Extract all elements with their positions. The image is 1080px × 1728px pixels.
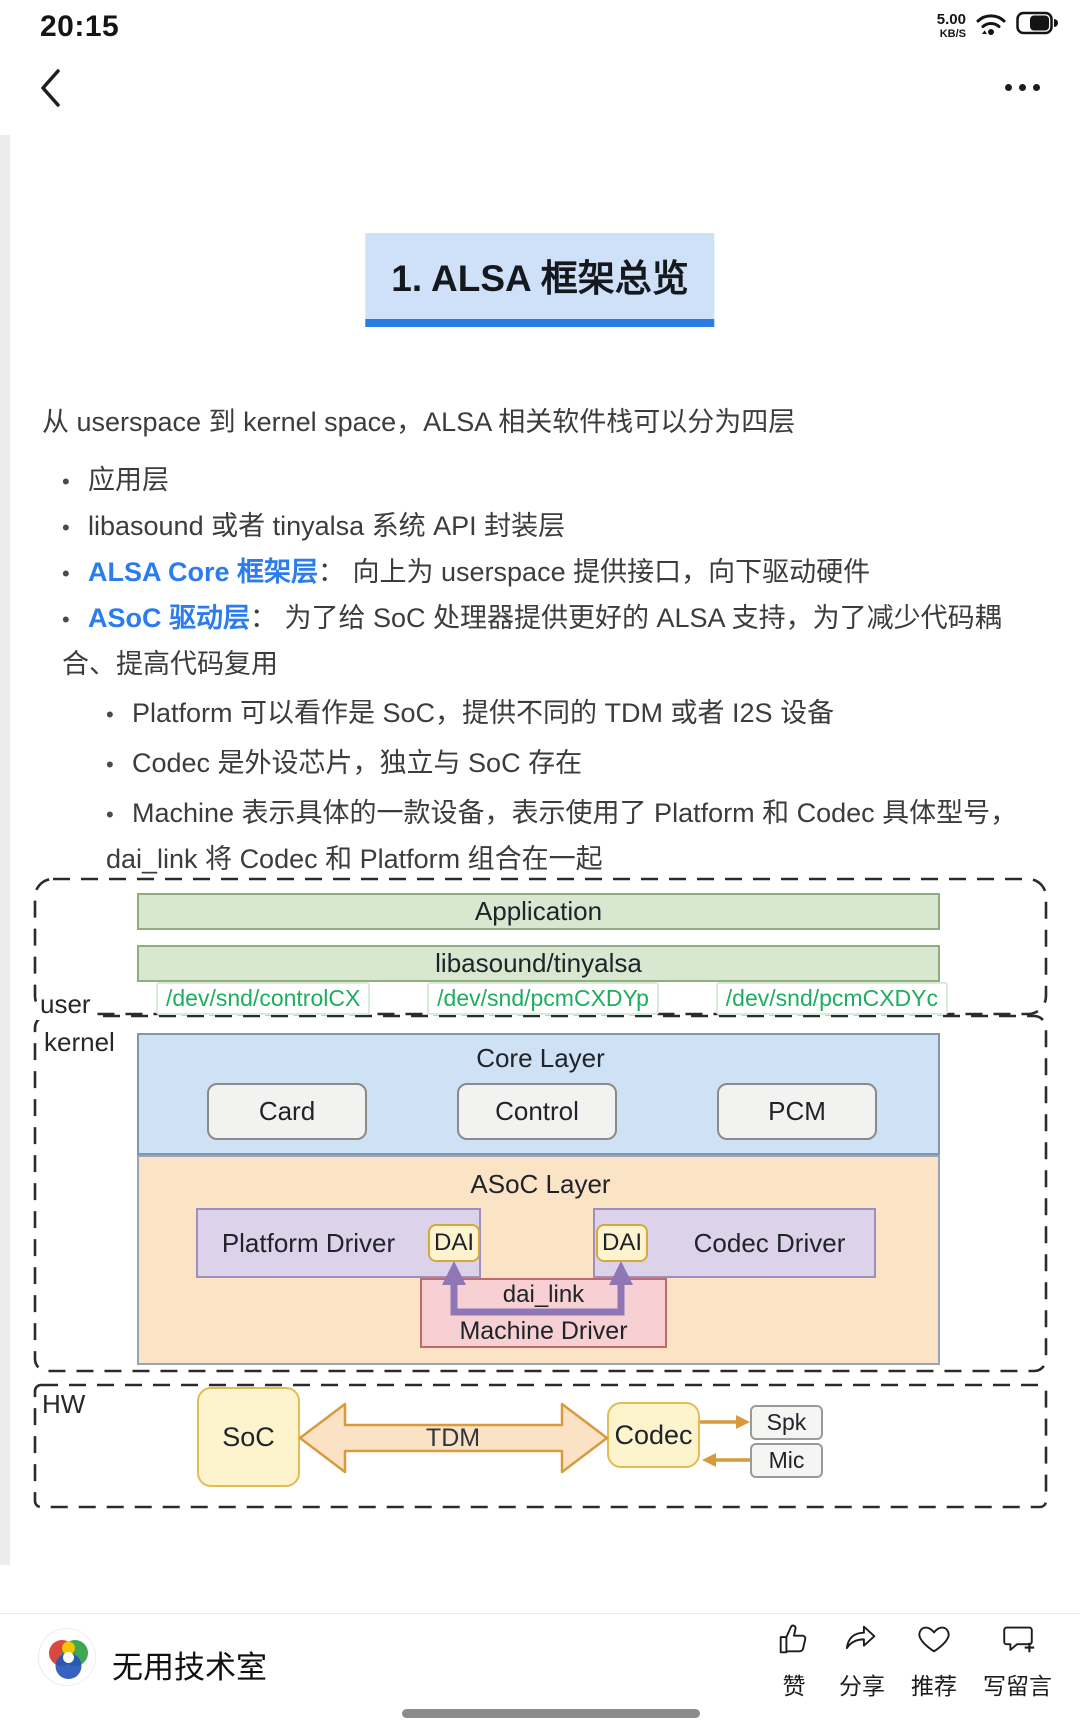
machine-driver-label: Machine Driver <box>459 1317 628 1345</box>
pcm-box: PCM <box>717 1083 877 1140</box>
article-title-block: 1. ALSA 框架总览 <box>365 233 715 327</box>
intro-paragraph: 从 userspace 到 kernel space，ALSA 相关软件栈可以分… <box>42 407 796 437</box>
home-indicator[interactable] <box>402 1709 700 1718</box>
asoc-layer-title: ASoC Layer <box>470 1169 611 1199</box>
back-button[interactable] <box>34 66 74 107</box>
like-button[interactable]: 赞 <box>775 1620 813 1701</box>
control-box: Control <box>457 1083 617 1140</box>
dev-node-control: /dev/snd/controlCX <box>156 982 371 1015</box>
page-left-margin <box>0 135 10 1565</box>
spk-box: Spk <box>750 1405 823 1440</box>
link-term[interactable]: ALSA Core 框架层 <box>88 557 319 587</box>
more-options-button[interactable] <box>1005 84 1040 91</box>
status-time: 20:15 <box>40 10 120 43</box>
core-layer-title: Core Layer <box>476 1043 605 1073</box>
user-zone-label: user <box>37 989 94 1020</box>
more-options-icon <box>1005 84 1012 91</box>
dai-left-chip: DAI <box>428 1224 480 1262</box>
network-speed: 5.00 KB/S <box>937 12 966 40</box>
author-name[interactable]: 无用技术室 <box>112 1650 267 1685</box>
mic-box: Mic <box>750 1443 823 1478</box>
network-speed-value: 5.00 <box>936 10 966 28</box>
list-item: •应用层 <box>62 465 169 495</box>
hw-zone-label: HW <box>39 1389 89 1420</box>
dev-node-pcm-capture: /dev/snd/pcmCXDYc <box>715 982 948 1015</box>
card-box: Card <box>207 1083 367 1140</box>
back-icon <box>34 69 68 114</box>
page-title: 1. ALSA 框架总览 <box>365 233 715 319</box>
dev-node-pcm-playback: /dev/snd/pcmCXDYp <box>427 982 659 1015</box>
thumbs-up-icon <box>775 1620 813 1663</box>
footer-actions: 赞 分享 推荐 写留言 <box>775 1620 1052 1701</box>
share-icon <box>843 1620 881 1663</box>
avatar-logo <box>40 1630 95 1685</box>
list-item: •ASoC 驱动层： 为了给 SoC 处理器提供更好的 ALSA 支持，为了减少… <box>62 603 1002 679</box>
article-body: 从 userspace 到 kernel space，ALSA 相关软件栈可以分… <box>42 402 1044 882</box>
wifi-icon <box>974 8 1008 43</box>
comment-plus-icon <box>999 1620 1037 1663</box>
list-item: •ALSA Core 框架层： 向上为 userspace 提供接口，向下驱动硬… <box>62 557 871 587</box>
list-item: •Codec 是外设芯片，独立与 SoC 存在 <box>106 748 583 778</box>
comment-button[interactable]: 写留言 <box>983 1620 1052 1701</box>
battery-icon <box>1016 10 1058 41</box>
kernel-zone-label: kernel <box>41 1027 118 1058</box>
recommend-button[interactable]: 推荐 <box>911 1620 957 1701</box>
title-underline <box>365 319 715 327</box>
link-term[interactable]: ASoC 驱动层 <box>88 603 250 633</box>
list-item: •libasound 或者 tinyalsa 系统 API 封装层 <box>62 511 566 541</box>
libasound-box: libasound/tinyalsa <box>137 945 940 982</box>
status-right-cluster: 5.00 KB/S <box>937 8 1058 43</box>
heart-icon <box>915 1620 953 1663</box>
dai-right-chip: DAI <box>596 1224 648 1262</box>
dai-link-label: dai_link <box>502 1281 585 1308</box>
list-item: •Platform 可以看作是 SoC，提供不同的 TDM 或者 I2S 设备 <box>106 698 835 728</box>
footer-divider <box>0 1613 1080 1614</box>
application-box: Application <box>137 893 940 930</box>
author-avatar[interactable] <box>38 1628 96 1686</box>
dev-node-row: /dev/snd/controlCX /dev/snd/pcmCXDYp /de… <box>156 982 948 1015</box>
share-button[interactable]: 分享 <box>839 1620 885 1701</box>
network-speed-unit: KB/S <box>939 27 966 40</box>
list-item: •Machine 表示具体的一款设备，表示使用了 Platform 和 Code… <box>106 798 1018 874</box>
soc-box: SoC <box>197 1387 300 1487</box>
codec-box: Codec <box>607 1402 700 1468</box>
tdm-label: TDM <box>425 1424 481 1452</box>
alsa-architecture-diagram: Application libasound/tinyalsa /dev/snd/… <box>33 877 1048 1510</box>
